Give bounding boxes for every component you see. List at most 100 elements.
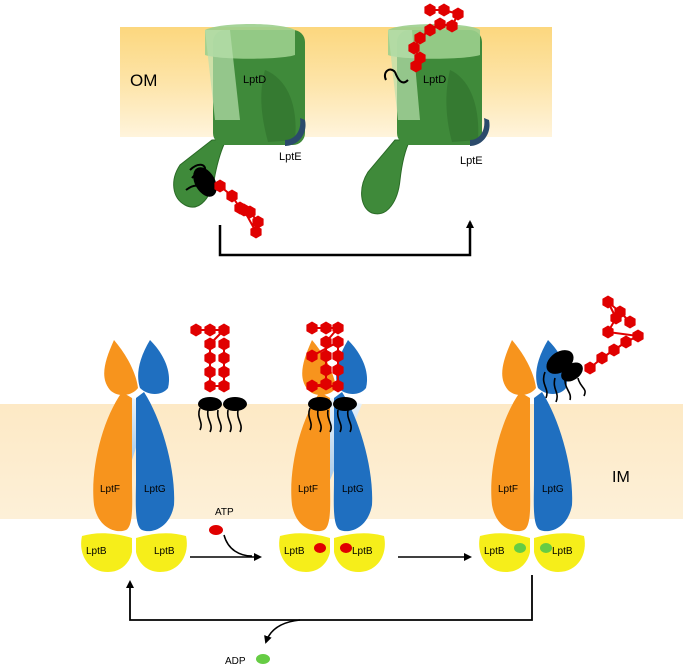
lpte-left: [285, 118, 306, 146]
sugar-hexagon: [320, 321, 332, 335]
sugar-hexagon: [218, 351, 230, 365]
sugar-hexagon: [624, 315, 636, 329]
sugar-hexagon: [204, 351, 216, 365]
lptf-label: LptF: [298, 484, 318, 495]
sugar-hexagon: [238, 203, 250, 217]
lps-lipid-inserting: [384, 68, 409, 84]
sugar-hexagon: [306, 349, 318, 363]
sugar-hexagon: [434, 17, 446, 31]
sugar-hexagon: [204, 365, 216, 379]
sugar-hexagon: [446, 19, 458, 33]
sugar-hexagon: [218, 379, 230, 393]
im-label: IM: [612, 469, 630, 486]
sugar-hexagon: [584, 361, 596, 375]
sugar-hexagon: [332, 363, 344, 377]
lptg-body: [333, 392, 373, 532]
sugar-hexagon: [424, 3, 436, 17]
sugar-hexagon: [602, 325, 614, 339]
lptf-label: LptF: [498, 484, 518, 495]
lptg-body: [533, 392, 573, 532]
sugar-hexagon: [620, 335, 632, 349]
lptg-label: LptG: [342, 484, 364, 495]
lps-sugar-chain-om-left: [214, 179, 264, 239]
lptb-right: [534, 533, 585, 572]
adp-label: ADP: [225, 656, 246, 667]
lptd-label-right: LptD: [423, 74, 446, 86]
lps-molecule-om-left: [185, 163, 264, 239]
lps-lipid-head-om-left: [193, 167, 217, 197]
lptg-periplasmic-tip: [336, 340, 368, 394]
sugar-hexagon: [252, 215, 264, 229]
sugar-hexagon: [632, 329, 644, 343]
lptd-label-left: LptD: [243, 74, 266, 86]
sugar-hexagon: [190, 323, 202, 337]
atp-binding-curve: [223, 534, 253, 557]
sugar-hexagon: [320, 363, 332, 377]
lps-molecule-im-free: [190, 323, 247, 433]
lpte-label-right: LptE: [460, 155, 483, 167]
lps-lipid-tails-extracted: [542, 371, 586, 403]
sugar-hexagon: [608, 343, 620, 357]
lptf-periplasmic-tip: [104, 340, 138, 396]
lps-lipid-head-loaded-1: [308, 397, 332, 411]
sugar-hexagon: [320, 377, 332, 391]
lptf-label: LptF: [100, 484, 120, 495]
adp-molecule: [256, 654, 270, 664]
sugar-hexagon: [204, 337, 216, 351]
lps-molecule-om-right: [408, 3, 464, 73]
sugar-hexagon: [424, 23, 436, 37]
sugar-hexagon: [218, 337, 230, 351]
lps-sugar-chain-om-right: [408, 3, 464, 73]
om-label: OM: [130, 71, 157, 90]
om-transfer-arrow: [218, 220, 474, 257]
lps-lipid-head-2: [223, 397, 247, 411]
lpte-label-left: LptE: [279, 151, 302, 163]
lptd-darker-fold-right: [446, 70, 479, 142]
lps-sugar-chain-im-extracted: [584, 295, 644, 375]
lptf-body: [93, 392, 133, 532]
sugar-hexagon: [332, 349, 344, 363]
sugar-hexagon: [204, 379, 216, 393]
lps-molecule-im-extracted: [542, 295, 644, 403]
lptd-darker-fold-left: [261, 70, 296, 142]
lptb-right: [136, 533, 187, 572]
lptb-label-right: LptB: [154, 546, 175, 557]
lps-lipid-tails-im-free: [198, 407, 242, 433]
lptb-label-right: LptB: [352, 546, 373, 557]
sugar-hexagon: [218, 323, 230, 337]
sugar-hexagon: [320, 349, 332, 363]
sugar-hexagon: [332, 379, 344, 393]
lptb-left: [479, 533, 530, 572]
sugar-hexagon: [332, 321, 344, 335]
sugar-hexagon: [250, 225, 262, 239]
sugar-hexagon: [320, 335, 332, 349]
lptb-label-left: LptB: [284, 546, 305, 557]
sugar-hexagon: [332, 335, 344, 349]
atp-label: ATP: [215, 507, 234, 518]
lpte-right: [470, 118, 490, 146]
lptd-complex-left: LptD LptE: [173, 24, 306, 208]
recycle-arrow: [126, 575, 533, 621]
adp-release-arrow: [264, 619, 301, 644]
nucleotide-right: [340, 543, 352, 553]
lptb-left: [279, 533, 330, 572]
lptb-label-left: LptB: [86, 546, 107, 557]
lptd-periplasmic-domain-right: [361, 139, 411, 215]
lps-lipid-head-1: [198, 397, 222, 411]
lpt-transporter-1: LptF LptG LptB LptB: [81, 340, 187, 572]
sugar-hexagon: [306, 379, 318, 393]
lptg-label: LptG: [144, 484, 166, 495]
sugar-hexagon: [438, 3, 450, 17]
lptf-periplasmic-tip: [502, 340, 536, 396]
sugar-hexagon: [306, 321, 318, 335]
lptg-body: [135, 392, 175, 532]
sugar-hexagon: [596, 351, 608, 365]
lptf-body: [491, 392, 531, 532]
lptb-label-right: LptB: [552, 546, 573, 557]
sugar-hexagon: [214, 179, 226, 193]
sugar-hexagon: [408, 41, 420, 55]
lps-molecule-im-loaded: [306, 321, 357, 433]
lptg-label: LptG: [542, 484, 564, 495]
lptb-left: [81, 533, 132, 572]
